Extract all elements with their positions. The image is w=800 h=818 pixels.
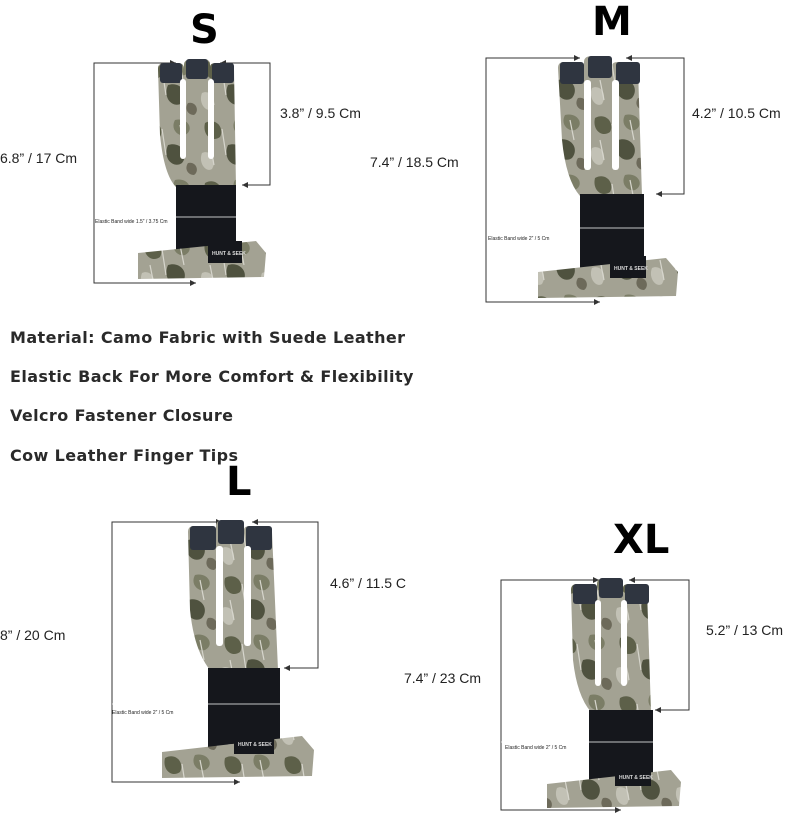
band-note-l: Elastic Band wide 2” / 5 Cm	[112, 710, 174, 716]
size-label-xl: XL	[613, 517, 670, 563]
glove-s: HUNT & SEEK	[93, 59, 271, 286]
band-note-m: Elastic Band wide 2” / 5 Cm	[488, 236, 550, 242]
finger-m: 4.2” / 10.5 Cm	[692, 105, 781, 121]
brand-name-m: HUNT & SEEK	[614, 266, 648, 272]
length-l: 8” / 20 Cm	[0, 627, 66, 643]
feature-velcro: Velcro Fastener Closure	[10, 406, 234, 425]
length-m: 7.4” / 18.5 Cm	[370, 154, 459, 170]
finger-xl: 5.2” / 13 Cm	[706, 622, 784, 638]
length-s: 6.8” / 17 Cm	[0, 150, 78, 166]
band-note-xl: Elastic Band wide 2” / 5 Cm	[505, 745, 567, 751]
size-label-s: S	[190, 7, 219, 53]
brand-name-l: HUNT & SEEK	[238, 742, 272, 748]
finger-s: 3.8” / 9.5 Cm	[280, 105, 361, 121]
feature-finger-tips: Cow Leather Finger Tips	[10, 446, 239, 465]
brand-name-s: HUNT & SEEK	[212, 251, 246, 257]
glove-l: HUNT & SEEK	[111, 519, 319, 785]
feature-elastic: Elastic Back For More Comfort & Flexibil…	[10, 367, 414, 386]
band-note-s: Elastic Band wide 1.5” / 3.75 Cm	[95, 219, 168, 225]
finger-l: 4.6” / 11.5 C	[330, 575, 407, 591]
glove-m: HUNT & SEEK	[485, 55, 685, 305]
feature-material: Material: Camo Fabric with Suede Leather	[10, 328, 406, 347]
size-label-l: L	[226, 459, 252, 505]
size-label-m: M	[592, 0, 632, 45]
brand-name-xl: HUNT & SEEK	[619, 775, 653, 781]
glove-xl: HUNT & SEEK	[500, 577, 690, 813]
length-xl: 7.4” / 23 Cm	[404, 670, 482, 686]
